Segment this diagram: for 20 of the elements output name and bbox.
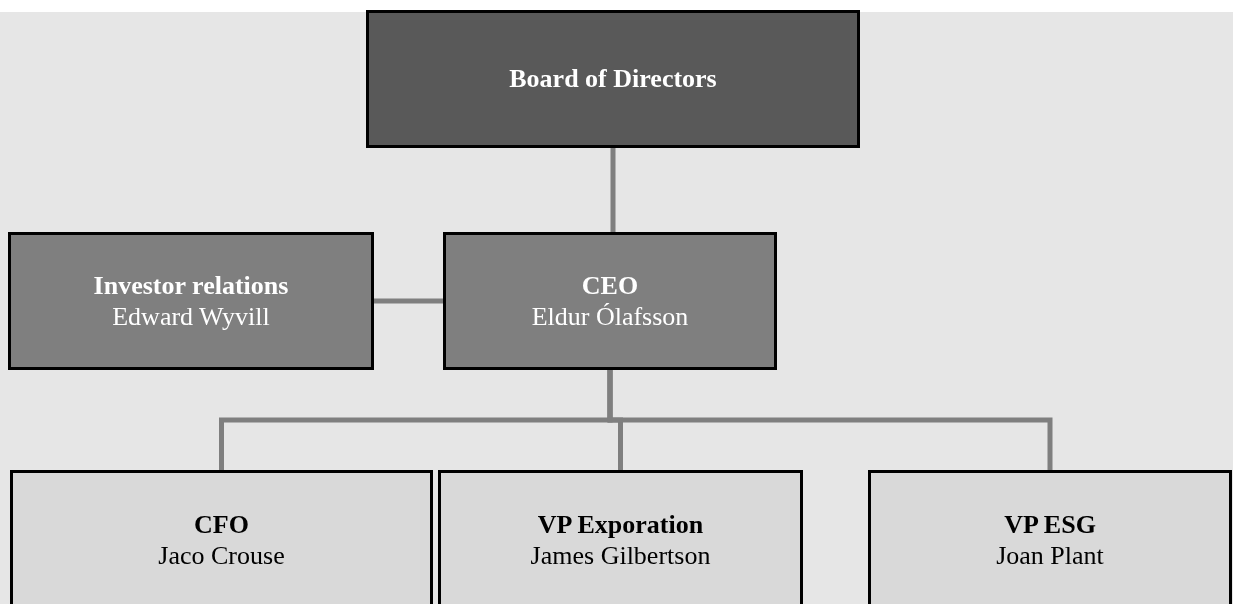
connector-line [610, 148, 616, 232]
role-title: VP Exporation [537, 509, 704, 541]
role-title: CFO [194, 509, 249, 541]
person-name: James Gilbertson [530, 540, 711, 572]
role-title: Investor relations [93, 269, 289, 301]
person-name: Edward Wyvill [112, 301, 270, 333]
role-box [10, 470, 433, 604]
connector-line [374, 298, 443, 304]
person-name: Eldur Ólafsson [531, 301, 689, 333]
connector-line [607, 370, 1053, 470]
role-title: CEO [581, 269, 639, 301]
role-title: VP ESG [1004, 509, 1096, 541]
role-box [8, 232, 374, 370]
person-name: Jaco Crouse [158, 540, 285, 572]
role-title: Board of Directors [509, 63, 717, 95]
person-name: Joan Plant [996, 540, 1104, 572]
role-box [438, 470, 803, 604]
board-box [366, 10, 860, 148]
role-box [443, 232, 777, 370]
role-box [868, 470, 1232, 604]
